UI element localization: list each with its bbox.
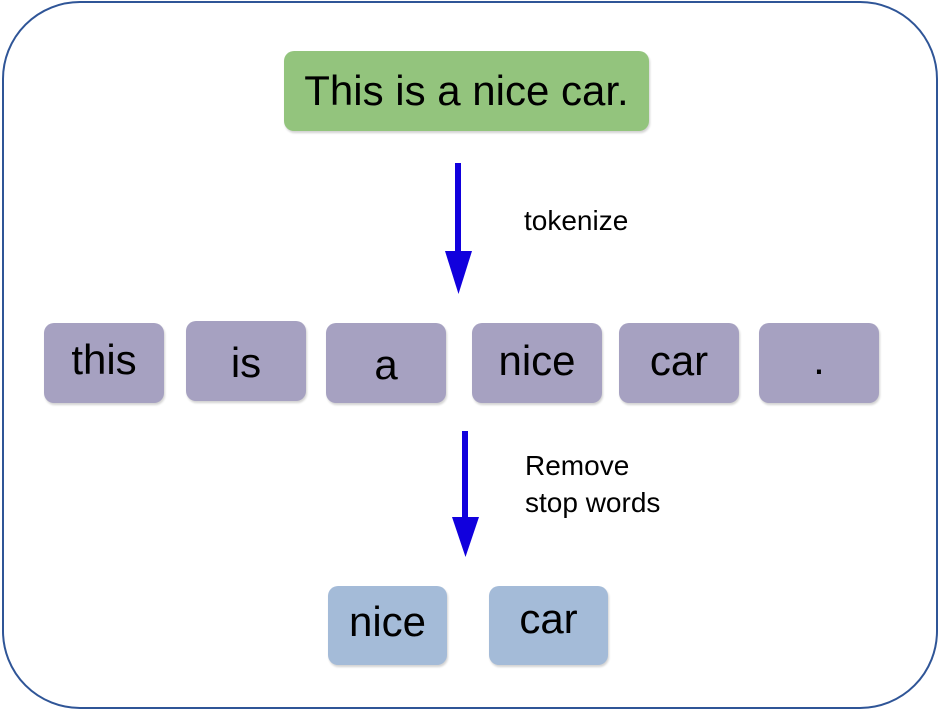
token-this: this [44, 323, 164, 403]
token-label: nice [498, 337, 576, 384]
token-label: car [649, 337, 709, 384]
remove-stop-words-step-label: Remove stop words [525, 447, 660, 521]
token-label: a [374, 341, 398, 388]
remove-stop-words-label-line-2: stop words [525, 487, 661, 518]
token-label: . [813, 336, 825, 383]
filtered-token-nice: nice [328, 586, 447, 665]
filtered-token-label: car [519, 594, 578, 642]
token-label: is [230, 339, 262, 386]
remove-stop-words-arrow [452, 431, 479, 557]
tokenize-label-line-1: tokenize [524, 205, 629, 236]
filtered-token-label: nice [348, 597, 427, 645]
input-sentence-box: This is a nice car. [284, 51, 649, 131]
token-nice: nice [472, 323, 602, 403]
remove-stop-words-label-line-1: Remove [525, 450, 630, 481]
filtered-token-car: car [489, 586, 608, 665]
token-car: car [619, 323, 739, 403]
tokenize-arrow [445, 163, 472, 294]
token-label: this [71, 336, 137, 383]
token-is: is [186, 321, 306, 401]
token-period: . [759, 323, 879, 403]
tokenize-step-label: tokenize [524, 202, 628, 239]
token-a: a [326, 323, 446, 403]
input-sentence-text: This is a nice car. [304, 67, 629, 114]
